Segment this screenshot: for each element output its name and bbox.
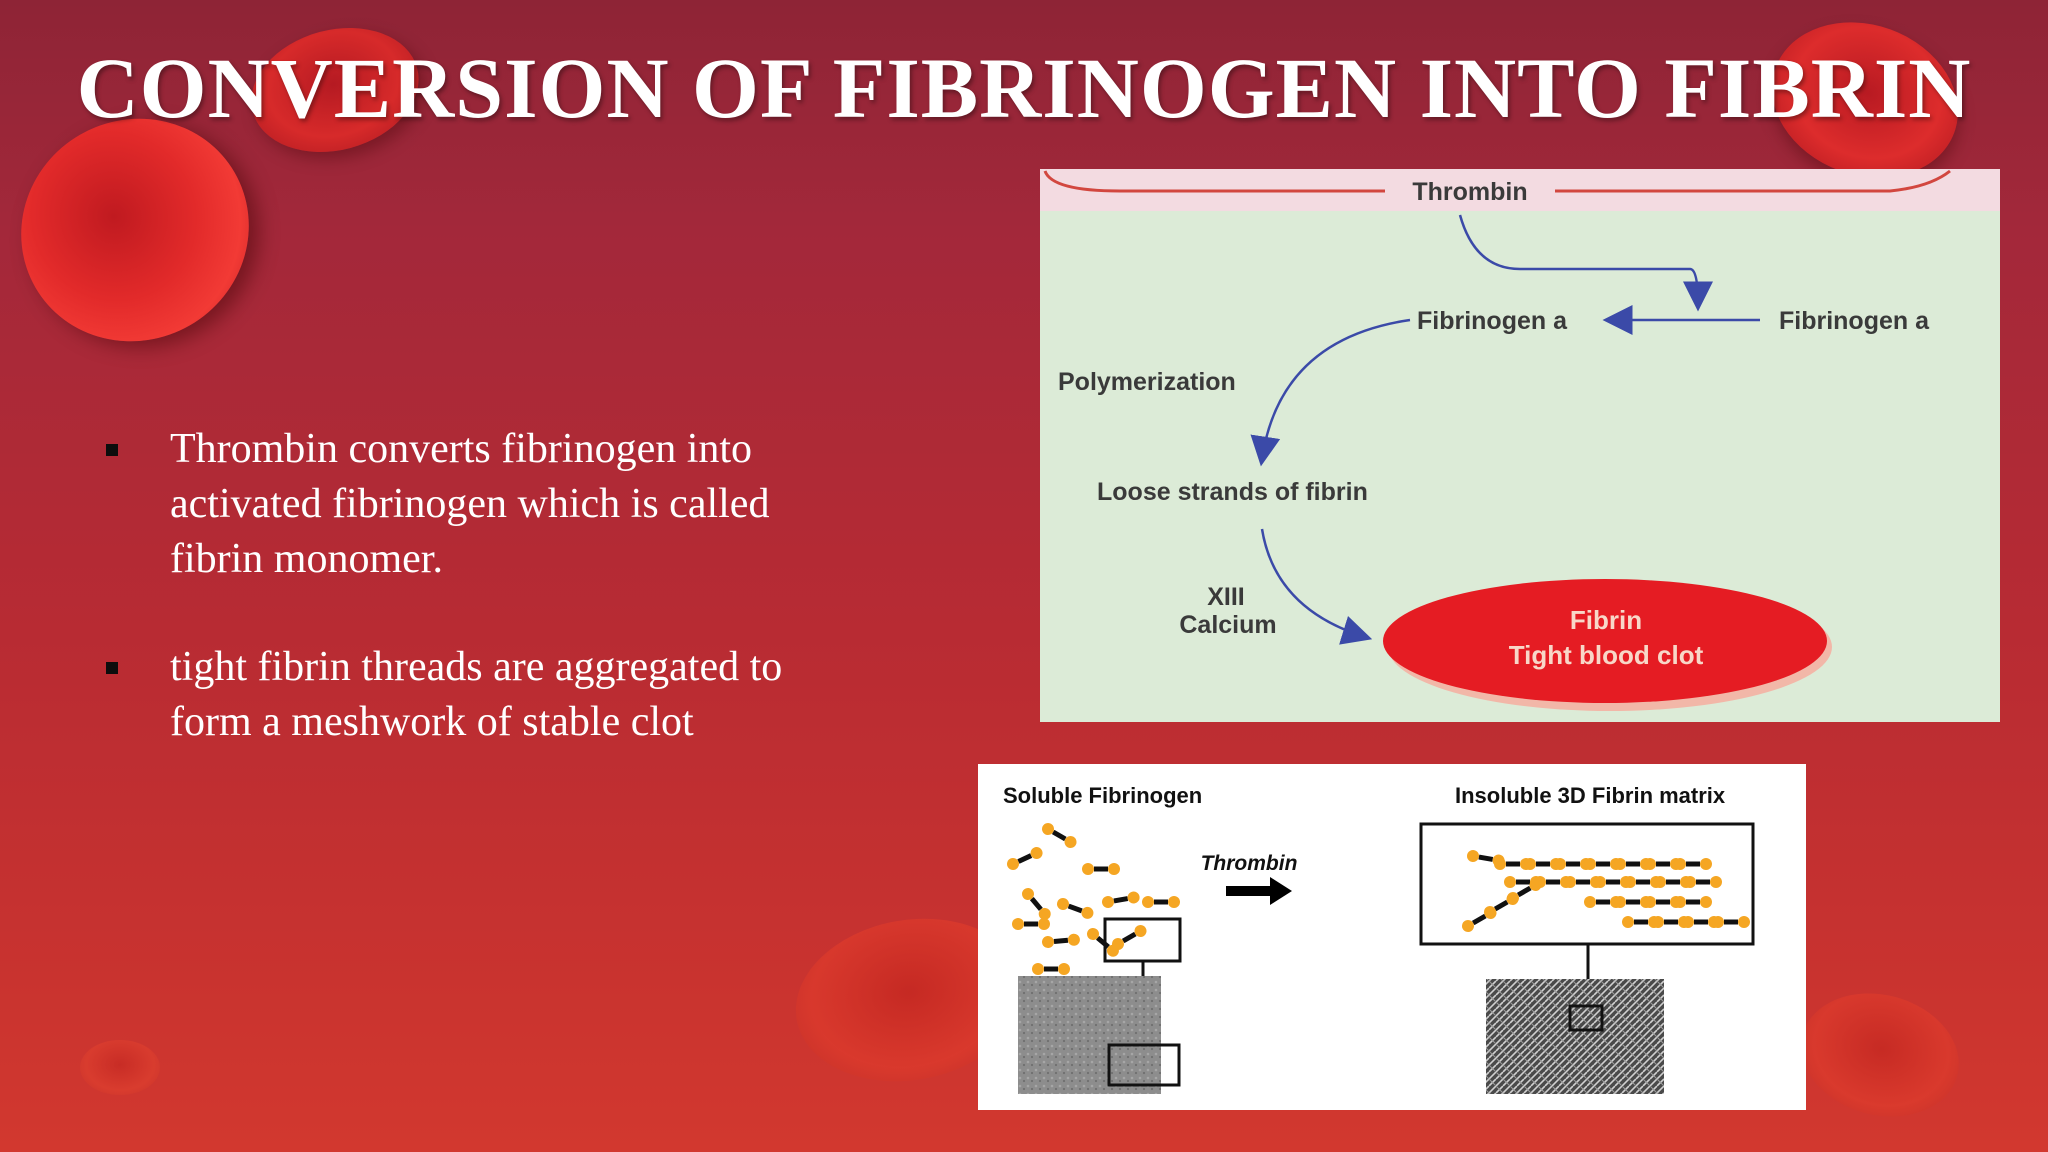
fibrinogen-label: Fibrinogen a <box>1779 307 1930 335</box>
bullet-marker-icon <box>106 662 118 674</box>
calcium-label: Calcium <box>1179 611 1276 639</box>
soluble-monomers <box>1005 820 1180 975</box>
pathway-svg: Thrombin Fibrinogen a Fibrinogen a Polym… <box>1043 169 1951 711</box>
clot-label-tight: Tight blood clot <box>1509 640 1704 670</box>
thrombin-label: Thrombin <box>1412 178 1527 206</box>
slide-title: CONVERSION OF FIBRINOGEN INTO FIBRIN <box>76 40 1972 136</box>
loose-strands-label: Loose strands of fibrin <box>1097 478 1368 506</box>
clotting-arrow <box>1260 528 1373 645</box>
thrombin-line <box>1555 169 1951 193</box>
tight-blood-clot-ellipse <box>1383 579 1827 703</box>
insoluble-micrograph <box>1486 979 1664 1094</box>
factor-xiii-label: XIII <box>1207 583 1245 611</box>
fibrin-matrix-diagram: Soluble Fibrinogen Insoluble 3D Fibrin m… <box>978 764 1806 1110</box>
red-blood-cell-decoration <box>80 1040 160 1095</box>
bullet-marker-icon <box>106 444 118 456</box>
bullet-text: Thrombin converts fibrinogen into activa… <box>170 426 770 582</box>
matrix-svg: Soluble Fibrinogen Insoluble 3D Fibrin m… <box>1003 783 1755 1094</box>
thrombin-line <box>1043 170 1385 193</box>
polymerization-arrow <box>1250 318 1411 467</box>
red-blood-cell-decoration <box>1787 976 1973 1134</box>
fibrin-pathway-diagram: Thrombin Fibrinogen a Fibrinogen a Polym… <box>1040 169 2000 722</box>
bullet-text: tight fibrin threads are aggregated to f… <box>170 644 783 745</box>
bullet-item: Thrombin converts fibrinogen into activa… <box>106 422 866 587</box>
bullet-list: Thrombin converts fibrinogen into activa… <box>106 422 866 803</box>
soluble-micrograph <box>1018 976 1161 1094</box>
micrograph-zoom-box <box>1568 1004 1604 1032</box>
polymerization-label: Polymerization <box>1058 368 1236 396</box>
thrombin-arrow-head <box>1270 877 1292 905</box>
thrombin-arrow-label: Thrombin <box>1201 852 1298 875</box>
bullet-item: tight fibrin threads are aggregated to f… <box>106 640 866 750</box>
soluble-fibrinogen-label: Soluble Fibrinogen <box>1003 783 1202 808</box>
fibrinogen-label: Fibrinogen a <box>1417 307 1568 335</box>
micrograph-zoom-box <box>1107 1043 1181 1087</box>
insoluble-matrix-label: Insoluble 3D Fibrin matrix <box>1455 783 1726 808</box>
clot-label-fibrin: Fibrin <box>1570 605 1642 635</box>
thrombin-arrow <box>1458 214 1713 312</box>
thrombin-arrow-shaft <box>1226 886 1272 896</box>
